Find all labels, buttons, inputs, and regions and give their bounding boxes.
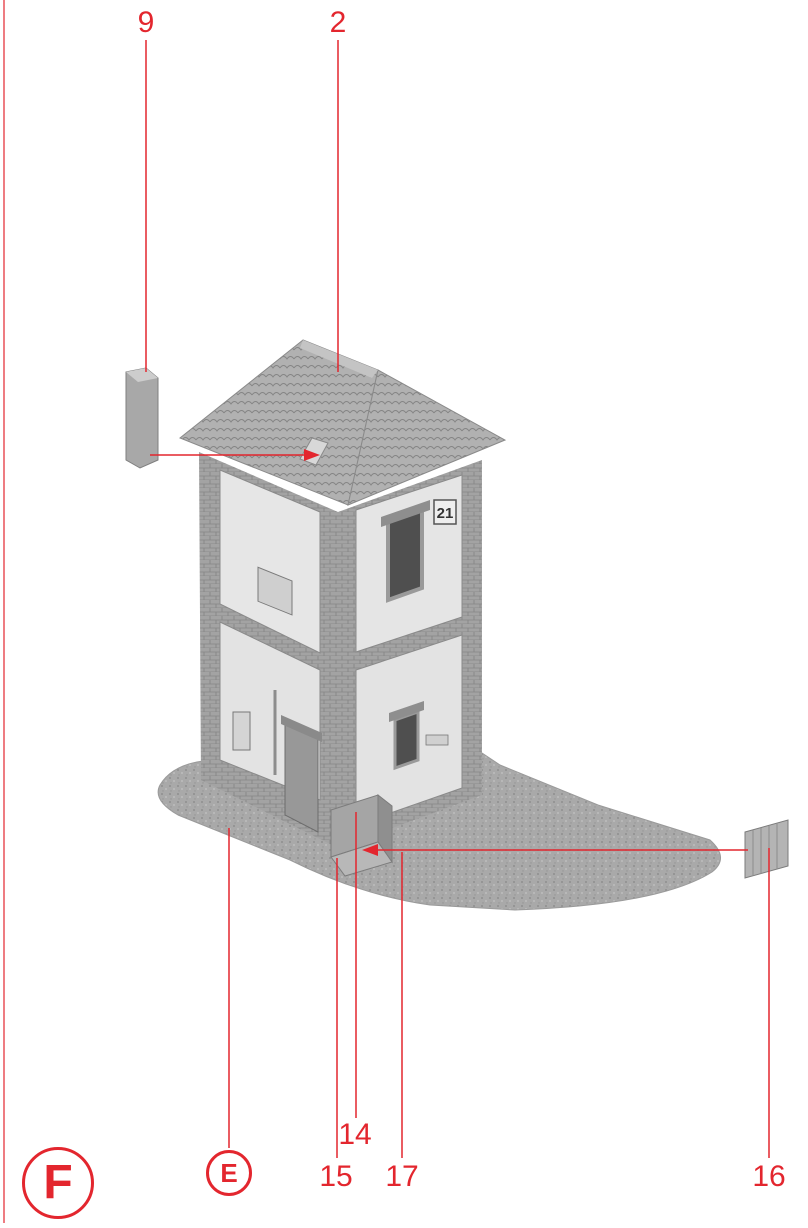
chimney-part xyxy=(126,368,158,468)
callout-17: 17 xyxy=(385,1162,418,1192)
callout-2: 2 xyxy=(330,8,347,38)
step-marker-F: F xyxy=(22,1147,94,1219)
callout-9: 9 xyxy=(138,8,155,38)
ground-marker-E: E xyxy=(206,1150,252,1196)
number-sign-text: 21 xyxy=(437,505,454,522)
right-wall-sign xyxy=(426,735,448,745)
upper-window xyxy=(388,510,422,600)
fence-panel-part xyxy=(745,820,788,878)
callout-15: 15 xyxy=(319,1162,352,1192)
lower-window xyxy=(395,712,418,768)
left-wall-poster xyxy=(233,712,250,750)
front-door xyxy=(285,722,318,832)
callout-14: 14 xyxy=(338,1120,371,1150)
callout-16: 16 xyxy=(752,1162,785,1192)
